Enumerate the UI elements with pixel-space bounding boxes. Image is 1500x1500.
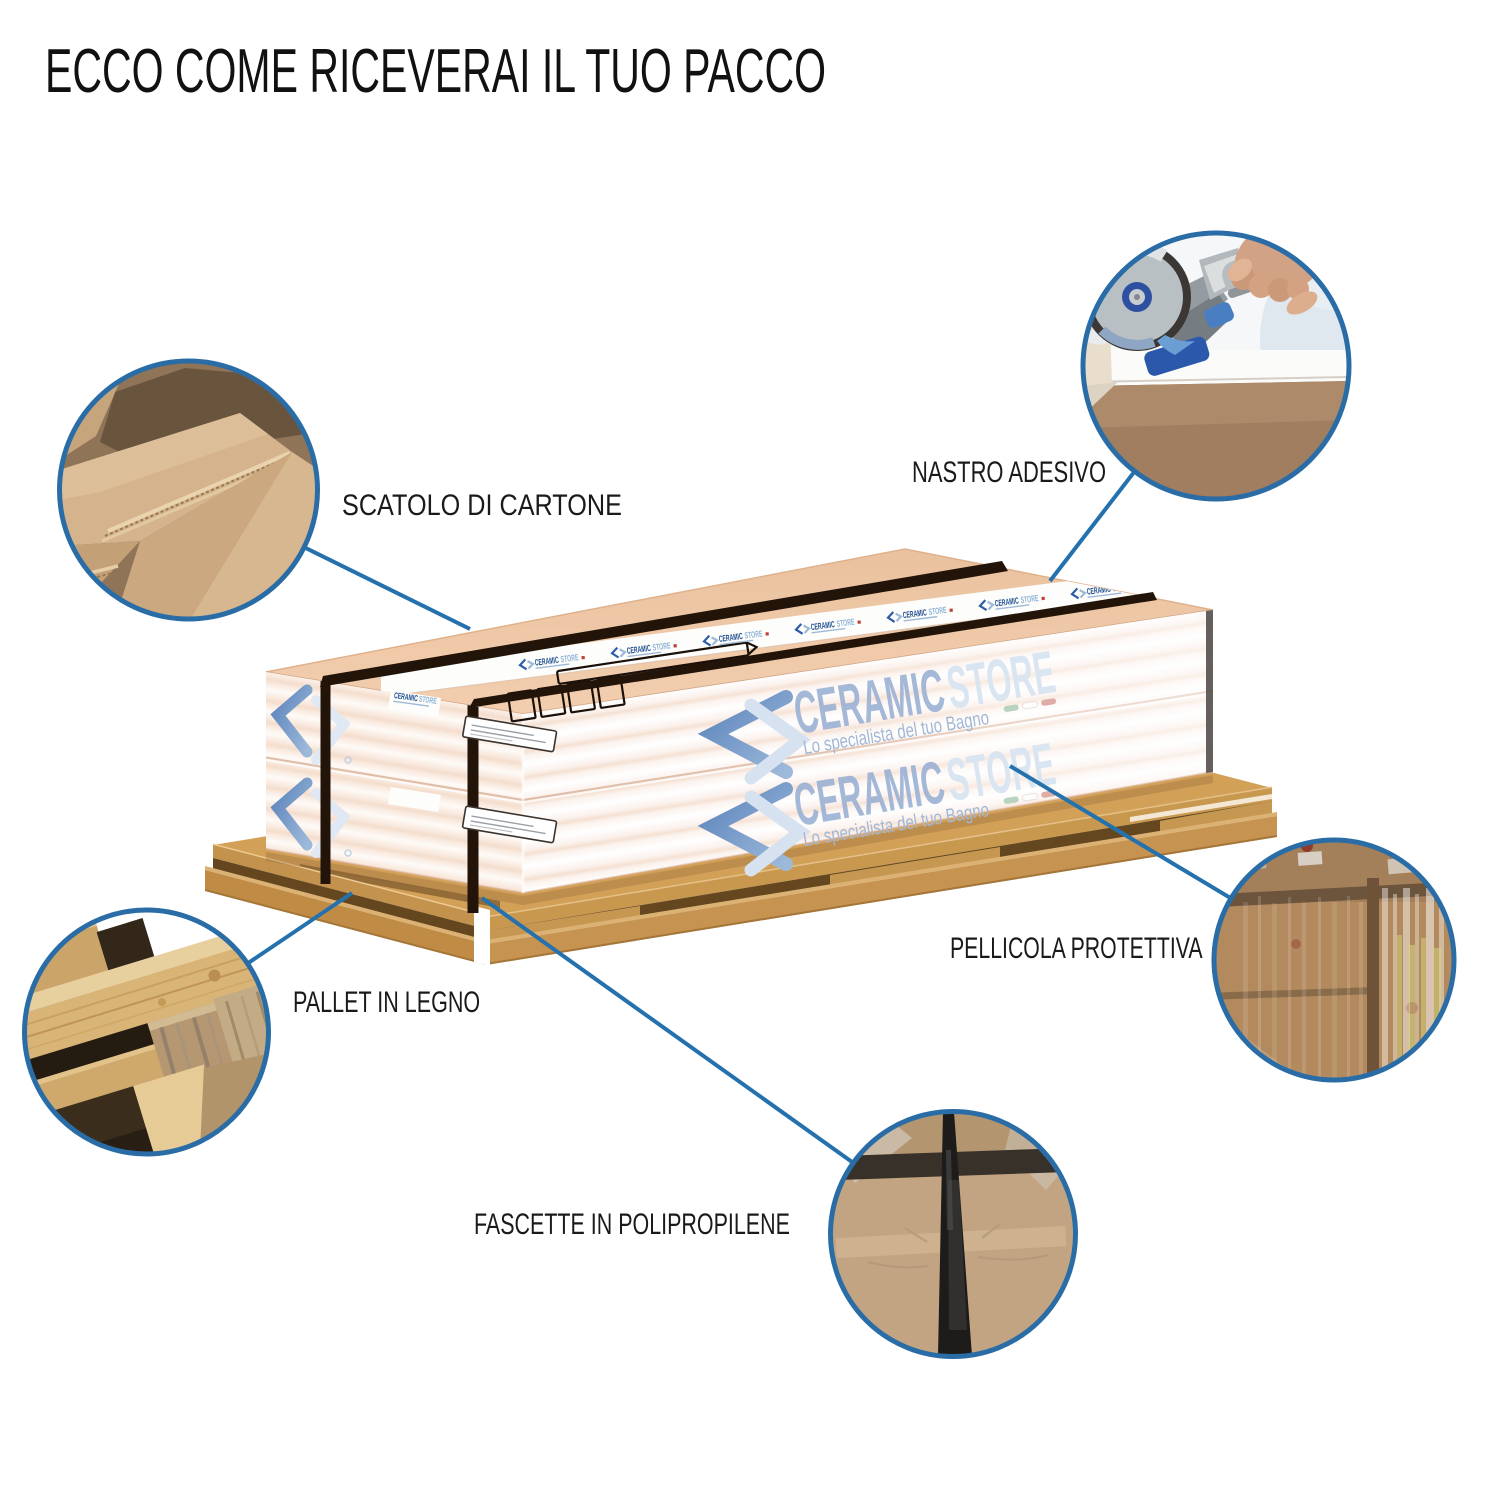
svg-text:CERAMIC: CERAMIC [626, 643, 651, 656]
svg-text:STORE: STORE [418, 694, 437, 706]
svg-text:CERAMIC: CERAMIC [810, 619, 835, 632]
svg-text:CERAMIC: CERAMIC [534, 655, 559, 668]
svg-text:CERAMIC: CERAMIC [1178, 572, 1203, 585]
svg-text:CERAMIC: CERAMIC [902, 607, 927, 620]
svg-text:CERAMIC: CERAMIC [718, 631, 743, 644]
svg-text:CERAMIC: CERAMIC [393, 690, 418, 703]
svg-text:STORE: STORE [836, 617, 855, 629]
svg-text:STORE: STORE [1020, 593, 1039, 605]
svg-text:CERAMIC: CERAMIC [994, 595, 1019, 608]
svg-text:STORE: STORE [560, 652, 579, 664]
svg-text:STORE: STORE [744, 628, 763, 640]
svg-text:STORE: STORE [1204, 569, 1223, 581]
svg-text:STORE: STORE [652, 640, 671, 652]
svg-text:STORE: STORE [928, 605, 947, 617]
